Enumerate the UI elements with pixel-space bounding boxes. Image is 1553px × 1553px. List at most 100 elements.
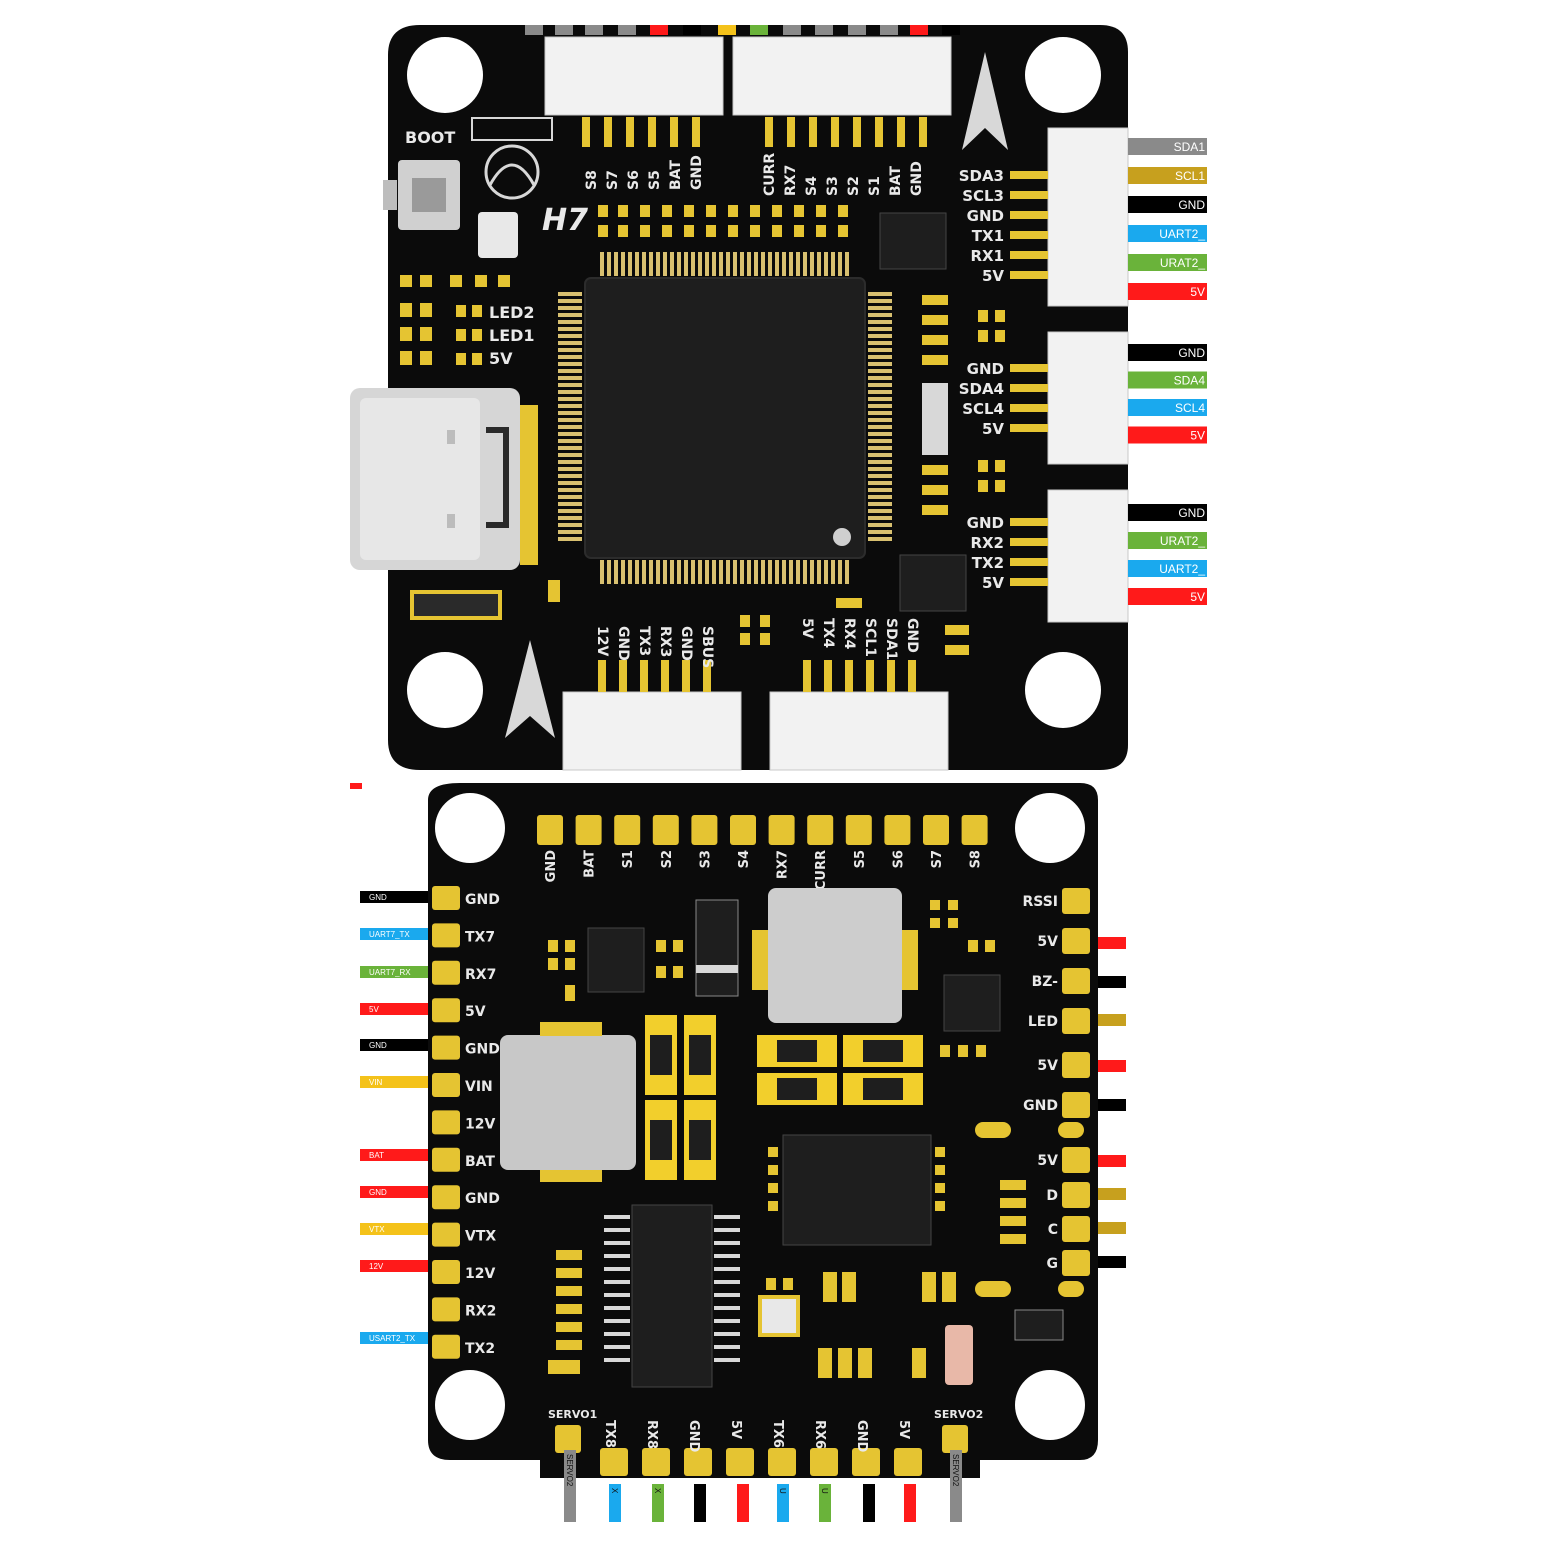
mcu-pin <box>868 502 892 506</box>
right-pin-label: SDA4 <box>959 380 1004 398</box>
mcu-pin <box>747 252 751 276</box>
pad-label: CURR <box>814 850 829 890</box>
mcu-pin <box>558 439 582 443</box>
wire-label: SCL4 <box>1175 401 1205 415</box>
mcu-pin <box>670 252 674 276</box>
wire <box>1128 504 1207 521</box>
mcu-pin <box>803 252 807 276</box>
solder-pad <box>923 815 949 845</box>
mcu-pin <box>803 560 807 584</box>
solder-pad <box>730 815 756 845</box>
solder-pad <box>1062 1182 1090 1208</box>
led <box>758 1295 800 1337</box>
solder-pad <box>432 1260 460 1284</box>
solder-pad <box>432 1147 460 1172</box>
solder-pad <box>432 1110 460 1135</box>
mcu-pin <box>600 252 604 276</box>
mcu-pin <box>558 523 582 527</box>
mcu-pin <box>558 369 582 373</box>
mcu-pin <box>824 560 828 584</box>
mcu-pin <box>635 252 639 276</box>
top-pin-label: S8 <box>584 170 600 190</box>
connector-pin <box>1010 558 1048 566</box>
top-pin-label: BAT <box>668 160 684 190</box>
mcu-pin <box>868 369 892 373</box>
pad-label: GND <box>465 1191 500 1207</box>
wire-label: USART2_TX <box>369 1334 416 1343</box>
right-pin-label: GND <box>967 207 1004 225</box>
mcu-pin <box>868 313 892 317</box>
solder-pad <box>1062 888 1090 914</box>
mcu-pin <box>775 252 779 276</box>
mcu-pin <box>868 516 892 520</box>
wire <box>1098 1256 1126 1268</box>
top-pin-label: BAT <box>888 166 904 196</box>
mcu-pin <box>712 252 716 276</box>
mcu-pin <box>868 530 892 534</box>
direction-arrow-icon <box>962 52 1008 150</box>
top-right-connector <box>732 36 952 116</box>
wire <box>1098 1060 1126 1072</box>
solder-pad <box>432 1035 460 1060</box>
solder-pad <box>1062 928 1090 954</box>
wire <box>950 1450 962 1522</box>
mcu-pin <box>817 252 821 276</box>
mcu-pin <box>558 432 582 436</box>
wire <box>1098 1014 1126 1026</box>
solder-pad <box>537 815 563 845</box>
right-pin-label: GND <box>967 514 1004 532</box>
wire <box>360 1076 428 1088</box>
mcu-pin <box>868 383 892 387</box>
mcu-pin <box>558 453 582 457</box>
mcu-pin <box>628 560 632 584</box>
wire <box>777 1484 789 1522</box>
connector-pin <box>1010 384 1048 392</box>
bottom-board-left-wires: GNDUART7_TXUART7_RX5VGNDVINBATGNDVTX12VU… <box>360 891 428 1344</box>
wire <box>1098 1155 1126 1167</box>
mount-hole <box>435 793 505 863</box>
smd-components <box>548 900 1084 1378</box>
mcu-pin <box>796 560 800 584</box>
inductor <box>500 1035 636 1170</box>
mcu-pin <box>845 560 849 584</box>
bottom-pin-label: 12V <box>594 626 610 656</box>
mcu-pin <box>642 252 646 276</box>
mcu-pin <box>868 446 892 450</box>
wire <box>652 1484 664 1522</box>
wire <box>1128 196 1207 213</box>
mcu-pin <box>642 560 646 584</box>
pad-label: 5V <box>1037 1153 1058 1169</box>
mcu-pin <box>621 252 625 276</box>
pad-label: VTX <box>465 1229 496 1245</box>
pad-label: RSSI <box>1022 894 1058 910</box>
top-pin-label: S5 <box>647 170 663 190</box>
wire <box>1128 254 1207 271</box>
mcu-pin <box>614 252 618 276</box>
pad-label: C <box>1048 1222 1058 1238</box>
mcu-pin <box>868 334 892 338</box>
pad-label: LED <box>1028 1014 1058 1030</box>
bottom-right-connector <box>769 691 949 771</box>
mcu-pin <box>838 560 842 584</box>
mcu-pin <box>558 320 582 324</box>
mcu-pin <box>868 348 892 352</box>
mcu-pin <box>558 341 582 345</box>
connector-pin <box>1010 538 1048 546</box>
wire <box>360 1149 428 1161</box>
mcu-pin <box>868 411 892 415</box>
wire-label: 5V <box>1190 590 1205 604</box>
connector-pin <box>661 660 669 692</box>
mcu-pin <box>628 252 632 276</box>
mcu-pin <box>691 560 695 584</box>
mcu-pin <box>868 460 892 464</box>
wire-label: BAT <box>369 1151 384 1160</box>
led2-label: LED2 <box>489 303 535 322</box>
brand-logo-icon <box>471 117 553 200</box>
mcu-pin <box>600 560 604 584</box>
mcu-pin <box>824 252 828 276</box>
